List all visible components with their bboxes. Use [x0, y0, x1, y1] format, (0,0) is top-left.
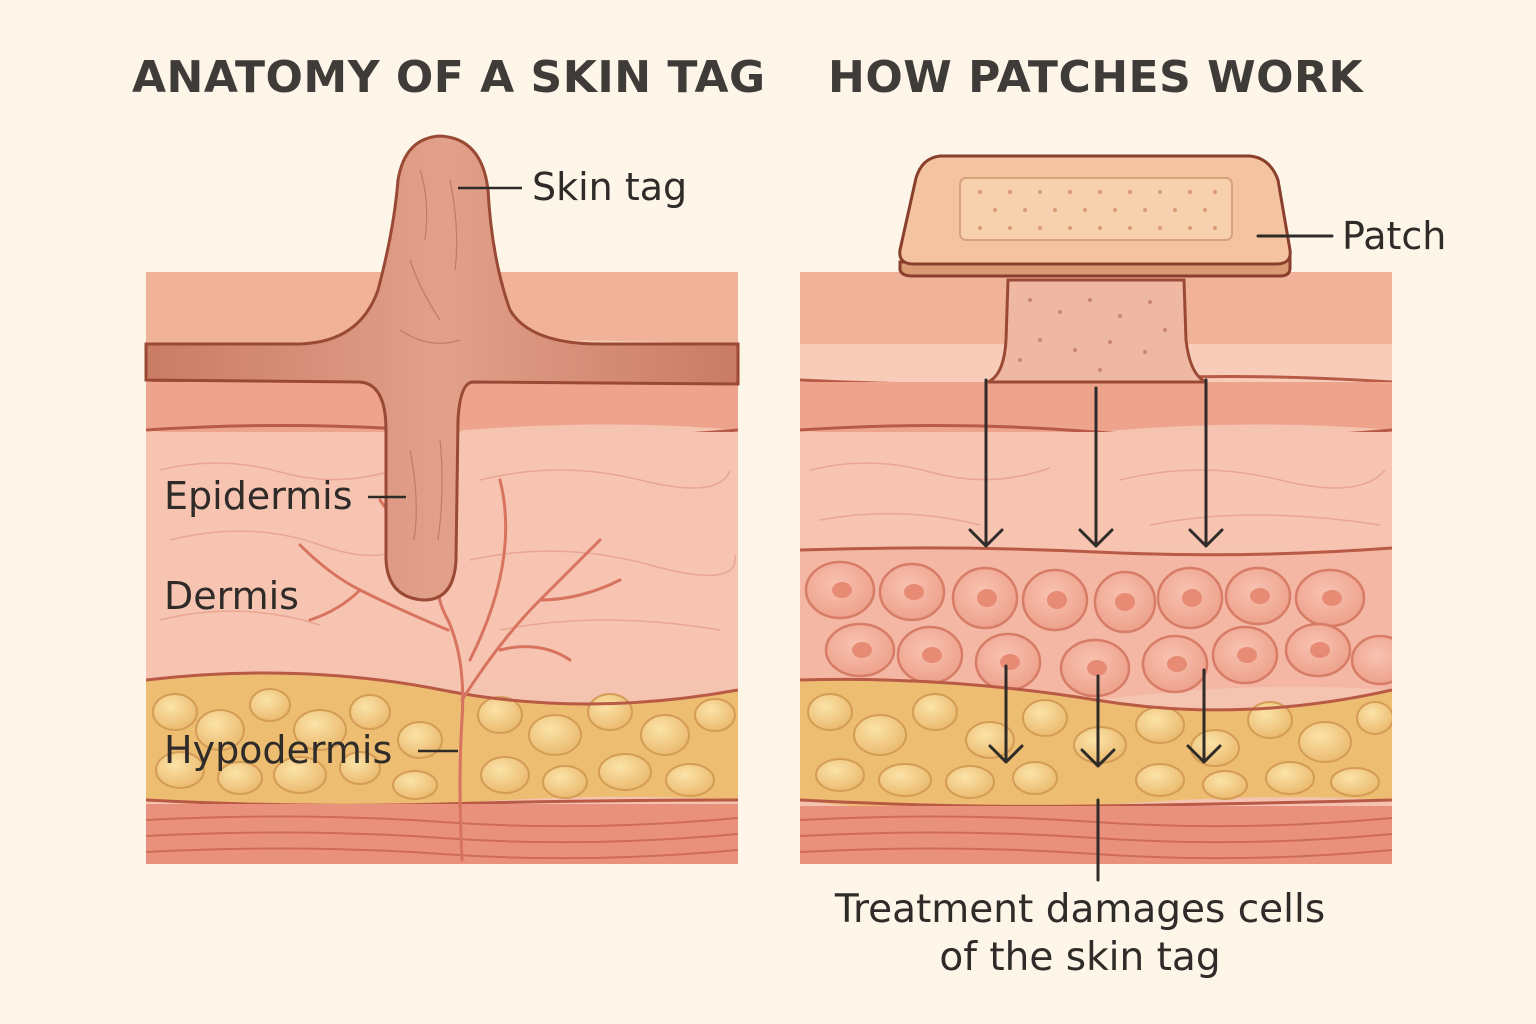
arrow-6	[1186, 668, 1222, 764]
arrow-3	[1188, 378, 1224, 548]
hypodermis-label: Hypodermis	[164, 728, 393, 772]
patch-shape	[898, 154, 1292, 278]
arrow-5	[1080, 674, 1116, 768]
fat-cells-right	[807, 693, 1392, 800]
arrow-2	[1078, 386, 1114, 548]
treatment-caption: Treatment damages cells of the skin tag	[800, 886, 1360, 982]
caption-line-2: of the skin tag	[939, 935, 1221, 980]
skin-cross-section-right	[800, 272, 1392, 864]
arrow-4	[988, 664, 1024, 764]
arrow-1	[968, 378, 1004, 548]
skin-tag-shape	[144, 134, 740, 602]
fat-cells-left	[152, 688, 736, 800]
cell-nuclei	[832, 582, 1342, 676]
dermis-label: Dermis	[164, 574, 299, 618]
treatment-arrows	[968, 234, 1334, 882]
caption-line-1: Treatment damages cells	[834, 887, 1326, 932]
anatomy-title: ANATOMY OF A SKIN TAG	[132, 52, 766, 103]
epidermis-label: Epidermis	[164, 474, 353, 518]
patch-label: Patch	[1342, 214, 1447, 258]
skin-tag-label: Skin tag	[532, 165, 688, 209]
patches-title: HOW PATCHES WORK	[828, 52, 1364, 103]
